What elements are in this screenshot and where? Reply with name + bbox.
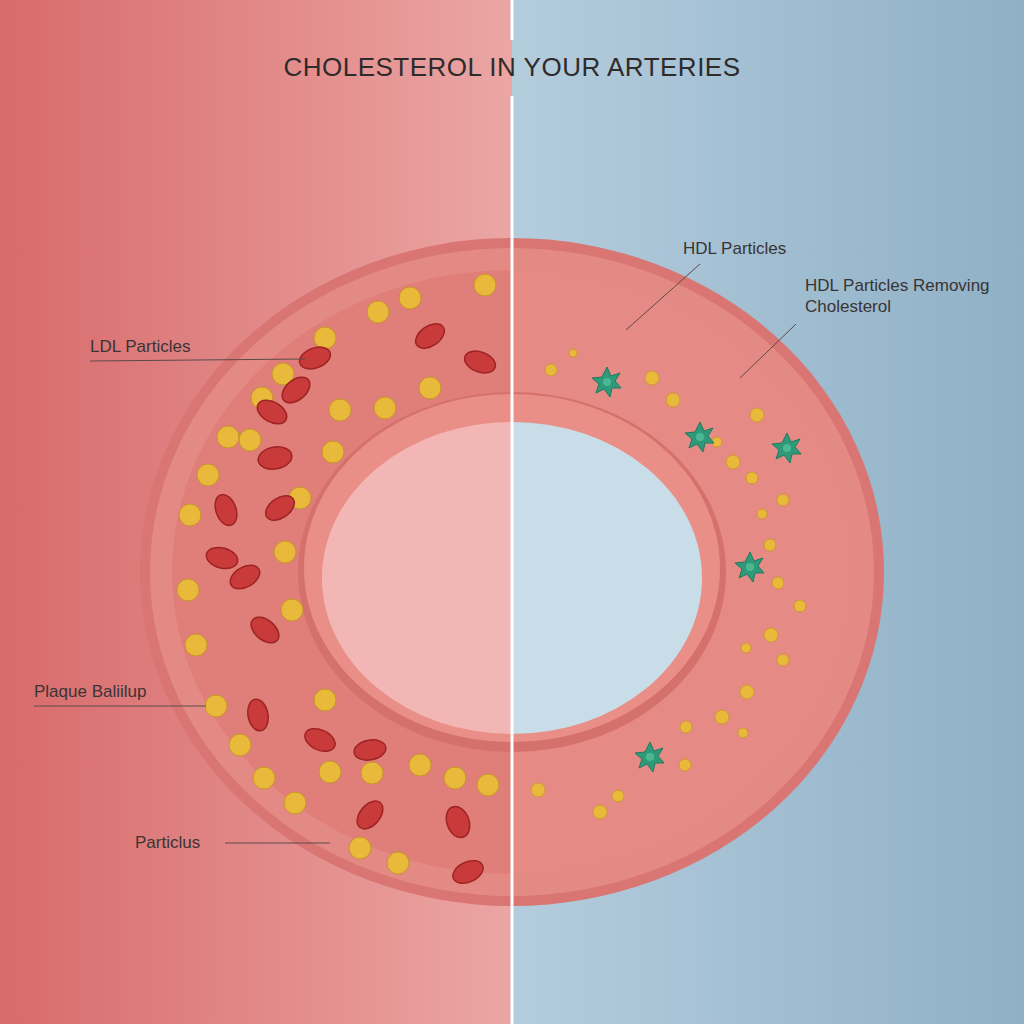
hdl-particle <box>685 422 714 452</box>
ldl-particle <box>477 774 499 796</box>
ldl-particle <box>253 767 275 789</box>
ldl-particle <box>419 377 441 399</box>
hdl-particle <box>772 433 801 463</box>
ldl-particle <box>177 579 199 601</box>
cholesterol-dot <box>545 364 557 376</box>
red-blood-cell <box>411 319 449 354</box>
cholesterol-dot <box>764 539 776 551</box>
cholesterol-dot <box>764 628 778 642</box>
red-blood-cell <box>256 444 293 472</box>
divider-line <box>511 0 514 40</box>
red-blood-cell <box>297 343 334 373</box>
hdl-particle <box>735 552 764 582</box>
ldl-particle <box>205 695 227 717</box>
ldl-particle <box>409 754 431 776</box>
cholesterol-dot <box>612 790 624 802</box>
red-blood-cell <box>301 724 338 756</box>
plaque-label: Plaque Baliilup <box>34 681 146 702</box>
artery-wall-inner-left <box>172 270 512 874</box>
leader-line <box>225 843 330 844</box>
cholesterol-dot <box>726 455 740 469</box>
hdl-particle <box>592 367 621 397</box>
cholesterol-dot <box>645 371 659 385</box>
cholesterol-dot <box>746 472 758 484</box>
cholesterol-dot <box>741 643 751 653</box>
red-blood-cell <box>211 492 241 529</box>
red-blood-cell <box>246 612 283 648</box>
title: CHOLESTEROL IN YOUR ARTERIES <box>0 52 1024 83</box>
red-blood-cell <box>442 803 474 841</box>
cholesterol-dot <box>715 710 729 724</box>
ldl-particle <box>229 734 251 756</box>
ldl-particle <box>349 837 371 859</box>
ldl-particle <box>274 541 296 563</box>
cholesterol-dot <box>777 494 789 506</box>
ldl-particle <box>281 599 303 621</box>
ldl-particle <box>314 689 336 711</box>
red-blood-cell <box>204 544 240 572</box>
cholesterol-dot <box>593 805 607 819</box>
lumen-left <box>322 422 512 734</box>
leader-line <box>90 359 305 361</box>
ldl-particle <box>444 767 466 789</box>
cholesterol-dot <box>750 408 764 422</box>
cholesterol-dot <box>777 654 789 666</box>
red-blood-cell <box>352 796 388 833</box>
red-blood-cell <box>226 560 264 593</box>
ldl-particle <box>474 274 496 296</box>
ldl-label: LDL Particles <box>90 336 190 357</box>
ldl-particle <box>329 399 351 421</box>
ldl-particle <box>197 464 219 486</box>
cholesterol-dot <box>772 577 784 589</box>
hdl-particle <box>635 742 664 772</box>
cholesterol-dot <box>738 728 748 738</box>
divider-line <box>511 96 514 1024</box>
ldl-particle <box>399 287 421 309</box>
ldl-particle <box>185 634 207 656</box>
lumen-right <box>512 422 702 734</box>
red-blood-cell <box>261 491 299 526</box>
cholesterol-dot <box>794 600 806 612</box>
red-blood-cell <box>245 698 270 733</box>
ldl-particle <box>179 504 201 526</box>
hdl-removing-label: HDL Particles Removing Cholesterol <box>805 275 991 317</box>
leader-line <box>34 706 206 707</box>
red-blood-cell <box>462 347 499 377</box>
ldl-particle <box>239 429 261 451</box>
cholesterol-dot <box>740 685 754 699</box>
ldl-particle <box>387 852 409 874</box>
cholesterol-dot <box>680 721 692 733</box>
ldl-particle <box>314 327 336 349</box>
red-blood-cell <box>277 372 314 408</box>
ldl-particle <box>217 426 239 448</box>
hdl-label: HDL Particles <box>683 238 786 259</box>
ldl-particle <box>319 761 341 783</box>
ldl-particle <box>367 301 389 323</box>
ldl-particle <box>284 792 306 814</box>
cholesterol-dot <box>679 759 691 771</box>
ldl-particle <box>374 397 396 419</box>
cholesterol-dot <box>666 393 680 407</box>
cholesterol-dot <box>531 783 545 797</box>
leader-line <box>740 324 796 378</box>
particle-label: Particlus <box>135 832 200 853</box>
leader-line <box>626 264 700 330</box>
red-blood-cell <box>353 737 388 762</box>
red-blood-cell <box>449 856 486 888</box>
ldl-particle <box>361 762 383 784</box>
ldl-particle <box>322 441 344 463</box>
cholesterol-dot <box>757 509 767 519</box>
artery-wall-inner-right <box>512 270 852 874</box>
red-blood-cell <box>253 395 291 428</box>
cholesterol-dot <box>569 349 577 357</box>
